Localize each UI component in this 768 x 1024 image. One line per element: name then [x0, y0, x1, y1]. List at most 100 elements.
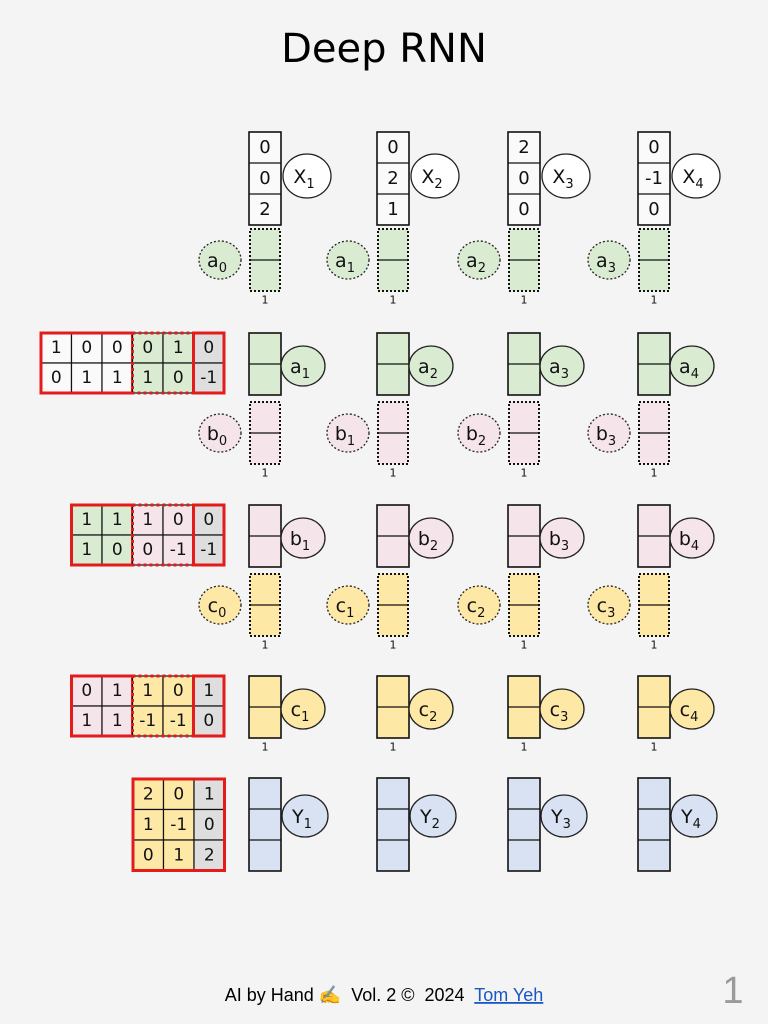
prev-state-label-b1: b1	[326, 413, 370, 453]
bias-value: 0	[203, 510, 214, 530]
state-label-a1: a1	[280, 345, 326, 387]
state-label-b2-subscript: 2	[430, 539, 438, 554]
weight-recurrent-value: 1	[142, 681, 153, 701]
input-label-x1-subscript: 1	[306, 177, 314, 192]
footer-prefix: AI by Hand	[225, 985, 314, 1005]
state-label-b3-text: b3	[549, 528, 569, 554]
output-bias-one: 1	[390, 741, 397, 754]
state-box-c3	[507, 675, 541, 739]
weight-input-value: 0	[81, 338, 92, 358]
prev-state-label-b1-circle	[326, 413, 370, 453]
state-box-a4	[637, 332, 671, 396]
output-bias-value: 0	[204, 815, 215, 835]
input-label-x1-letter: X	[293, 166, 306, 188]
prev-bias-one: 1	[262, 467, 269, 480]
writing-hand-icon: ✍	[319, 985, 341, 1005]
prev-state-label-c1-letter: c	[336, 595, 346, 617]
weight-recurrent-value: 0	[142, 338, 153, 358]
prev-state-label-c3-text: c3	[597, 595, 616, 621]
state-label-b4-text: b4	[679, 528, 699, 554]
state-label-a1-subscript: 1	[302, 367, 310, 382]
weight-recurrent-cell	[131, 705, 164, 737]
state-label-b1-letter: b	[290, 528, 302, 550]
state-label-c2: c2	[408, 688, 454, 730]
state-label-c1-subscript: 1	[301, 710, 309, 725]
state-box-b2	[376, 504, 410, 568]
state-label-c3-circle	[539, 688, 585, 730]
state-label-c3-letter: c	[550, 699, 560, 721]
state-label-a4: a4	[669, 345, 715, 387]
prev-bias-one: 1	[390, 467, 397, 480]
bias-value: 0	[203, 338, 214, 358]
bias-value: 1	[203, 681, 214, 701]
state-label-a2-circle	[408, 345, 454, 387]
state-label-c2-text: c2	[419, 699, 438, 725]
state-label-c4-subscript: 4	[690, 710, 698, 725]
prev-state-label-a1: a1	[326, 240, 370, 280]
input-label-x4-circle	[671, 153, 721, 199]
prev-state-label-c1: c1	[326, 585, 370, 625]
prev-bias-one: 1	[390, 294, 397, 307]
prev-state-label-c0-circle	[198, 585, 242, 625]
input-value: 0	[648, 137, 659, 158]
output-label-Y1-subscript: 1	[304, 817, 312, 832]
weight-recurrent-cell	[162, 504, 195, 536]
output-box-Y1-frame	[248, 777, 282, 872]
weight-recurrent-value: 0	[142, 540, 153, 560]
output-label-Y2-circle	[409, 794, 457, 838]
weight-output-cell	[132, 839, 165, 872]
input-label-x1-circle	[282, 153, 332, 199]
state-label-b3-circle	[539, 517, 585, 559]
input-value: 2	[259, 199, 270, 220]
weight-output-value: 1	[143, 815, 154, 835]
prev-state-box-2-4	[638, 401, 670, 465]
state-label-c4-letter: c	[680, 699, 690, 721]
weight-input-cell	[70, 534, 103, 566]
prev-state-label-a1-subscript: 1	[347, 261, 355, 276]
prev-state-label-c3-letter: c	[597, 595, 607, 617]
output-box-Y3	[507, 777, 541, 872]
state-label-c1-circle	[280, 688, 326, 730]
weight-input-value: 0	[112, 540, 123, 560]
prev-state-box-2-3	[508, 401, 540, 465]
weight-recurrent-value: 1	[173, 338, 184, 358]
state-label-c3-text: c3	[550, 699, 569, 725]
prev-bias-one: 1	[390, 639, 397, 652]
input-label-x4-text: X4	[682, 166, 703, 192]
prev-state-box-1-2	[377, 228, 409, 292]
state-label-c2-letter: c	[419, 699, 429, 721]
output-box-Y2-frame	[376, 777, 410, 872]
input-value: 0	[518, 168, 529, 189]
input-vector-1: 002	[248, 131, 282, 226]
prev-bias-one: 1	[521, 467, 528, 480]
state-label-c4: c4	[669, 688, 715, 730]
weight-recurrent-value: -1	[139, 711, 156, 731]
input-label-x4-letter: X	[682, 166, 695, 188]
prev-state-label-a1-text: a1	[335, 250, 355, 276]
prev-bias-one: 1	[262, 639, 269, 652]
state-label-b4-subscript: 4	[691, 539, 699, 554]
state-label-a1-circle	[280, 345, 326, 387]
prev-bias-one: 1	[651, 467, 658, 480]
prev-state-label-b2-circle	[457, 413, 501, 453]
weight-input-cell	[101, 534, 134, 566]
weight-input-value: 1	[112, 681, 123, 701]
state-label-b1-subscript: 1	[302, 539, 310, 554]
prev-state-label-a3-text: a3	[596, 250, 616, 276]
output-box-Y4-frame	[637, 777, 671, 872]
output-label-Y4-subscript: 4	[693, 817, 701, 832]
input-label-x2-subscript: 2	[434, 177, 442, 192]
state-label-a4-letter: a	[679, 356, 691, 378]
prev-state-box-2-1	[249, 401, 281, 465]
weight-input-cell	[70, 705, 103, 737]
prev-state-label-c2-subscript: 2	[477, 606, 485, 621]
weight-input-value: 1	[81, 711, 92, 731]
output-box-Y1	[248, 777, 282, 872]
output-bias-value: 1	[204, 784, 215, 804]
state-label-c3: c3	[539, 688, 585, 730]
state-box-b1	[248, 504, 282, 568]
prev-bias-one: 1	[521, 639, 528, 652]
output-bias-cell	[193, 839, 226, 872]
prev-state-label-a1-circle	[326, 240, 370, 280]
author-link[interactable]: Tom Yeh	[474, 985, 543, 1005]
